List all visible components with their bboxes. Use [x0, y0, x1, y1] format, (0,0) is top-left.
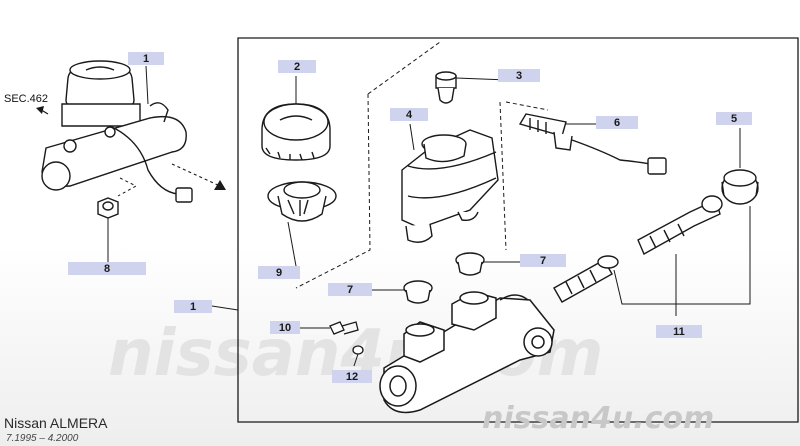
part-6-sensor: [518, 113, 667, 175]
assembly-frame: [237, 37, 799, 423]
part-2-cap: [261, 103, 331, 161]
leader-11c: [676, 206, 751, 305]
callout-4: 4: [390, 108, 428, 121]
part-7-grommet-upper: [455, 252, 485, 276]
watermark-corner: nissan4u.com: [482, 401, 714, 436]
svg-text:10: 10: [279, 322, 291, 334]
svg-text:9: 9: [276, 267, 282, 279]
direction-arrow-line: [171, 163, 221, 187]
svg-text:7: 7: [347, 284, 353, 296]
model-years: 7.1995 – 4.2000: [6, 433, 79, 444]
callout-7b: 7: [328, 283, 372, 296]
leader-11a: [613, 269, 677, 316]
part-11-piston-kit: [553, 195, 723, 303]
svg-text:3: 3: [516, 70, 522, 82]
direction-arrow-icon: [214, 180, 226, 190]
svg-text:1: 1: [143, 53, 149, 65]
leader-1b: [211, 305, 239, 311]
part-3-connector: [435, 71, 457, 104]
callout-9: 9: [258, 266, 300, 279]
dashed-outline-top: [367, 41, 441, 95]
sec-arrow-icon: [36, 106, 44, 114]
svg-text:11: 11: [673, 326, 685, 338]
part-12-washer: [352, 345, 364, 355]
part-10-bolt: [329, 321, 359, 335]
callout-8: 8: [68, 262, 146, 275]
svg-text:4: 4: [406, 109, 413, 121]
dashed-outline-right: [499, 101, 507, 251]
callout-11: 11: [656, 325, 702, 338]
svg-text:6: 6: [614, 117, 620, 129]
leader-1a: [145, 65, 149, 105]
svg-text:12: 12: [346, 371, 358, 383]
part-4-reservoir: [401, 129, 499, 243]
svg-text:8: 8: [104, 263, 110, 275]
leader-12: [353, 353, 359, 367]
sec-reference: SEC.462: [4, 93, 48, 105]
model-name: Nissan ALMERA: [4, 415, 108, 431]
callout-3: 3: [498, 69, 540, 82]
callout-1b: 1: [174, 300, 212, 313]
leader-4: [409, 123, 415, 151]
svg-text:5: 5: [731, 113, 737, 125]
dashed-outline-cap: [295, 93, 371, 289]
callout-7a: 7: [520, 254, 566, 267]
master-cylinder-overview: [41, 60, 193, 219]
part-5-seal-ring: [721, 169, 759, 205]
callout-2: 2: [278, 60, 316, 73]
dashed-outline-sensor: [505, 101, 549, 111]
callout-5: 5: [716, 112, 752, 125]
svg-text:1: 1: [190, 301, 196, 313]
callout-10: 10: [270, 321, 300, 334]
part-7-grommet-lower: [403, 280, 433, 304]
callout-1a: 1: [128, 52, 164, 65]
leader-dashed-left: [117, 177, 138, 197]
svg-text:2: 2: [294, 61, 300, 73]
callout-6: 6: [596, 116, 638, 129]
leader-9: [287, 221, 297, 267]
part-1-master-cylinder: [379, 291, 555, 414]
part-9-strainer: [267, 181, 337, 222]
svg-text:7: 7: [540, 255, 546, 267]
callout-12: 12: [332, 370, 372, 383]
